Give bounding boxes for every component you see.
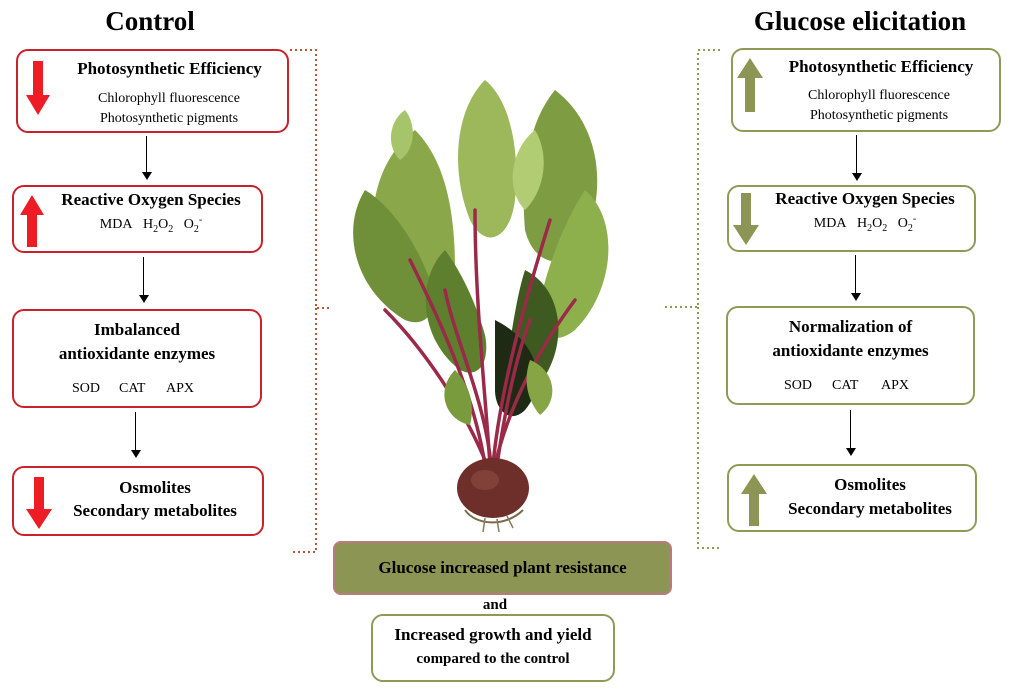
glucose-photosynthesis-title: Photosynthetic Efficiency (788, 57, 974, 76)
up-arrow-icon (20, 195, 44, 247)
sod-label: SOD (784, 378, 813, 393)
glucose-pigments-label: Photosynthetic pigments (809, 108, 949, 123)
glucose-photosynthesis-box: Photosynthetic Efficiency Chlorophyll fl… (731, 48, 1001, 132)
glucose-flow-arrow-1 (851, 135, 863, 181)
h2o2-label: H2O2 (856, 216, 888, 234)
control-pigments-label: Photosynthetic pigments (99, 111, 239, 126)
control-osmolites-line1: Osmolites (119, 478, 191, 497)
glucose-title: Glucose elicitation (753, 6, 967, 36)
down-arrow-icon (733, 193, 759, 245)
glucose-ros-box: Reactive Oxygen Species MDA H2O2 O2- (727, 185, 976, 252)
glucose-osmolites-box: Osmolites Secondary metabolites (727, 464, 977, 532)
glucose-enzymes-line2: antioxidante enzymes (772, 341, 929, 360)
beet-plant-image (353, 80, 609, 533)
control-osmolites-box: Osmolites Secondary metabolites (12, 466, 264, 536)
and-connector: and (482, 597, 508, 613)
sod-label: SOD (72, 381, 101, 396)
mda-label: MDA (99, 217, 133, 232)
glucose-flow-arrow-3 (845, 410, 857, 456)
control-flow-arrow-2 (138, 257, 150, 303)
superoxide-label: O2- (897, 213, 917, 234)
glucose-chlorophyll-label: Chlorophyll fluorescence (808, 88, 950, 103)
glucose-osmolites-line1: Osmolites (834, 475, 906, 494)
glucose-enzymes-box: Normalization of antioxidante enzymes SO… (726, 306, 975, 405)
up-arrow-icon (737, 58, 763, 112)
control-flow-arrow-1 (141, 136, 153, 180)
down-arrow-icon (26, 477, 52, 529)
control-title: Control (105, 6, 195, 36)
control-ros-markers: MDA H2O2 O2- (40, 215, 262, 235)
h2o2-label: H2O2 (142, 217, 174, 235)
control-enzymes-line1: Imbalanced (94, 320, 180, 339)
glucose-flow-arrow-2 (850, 255, 862, 301)
up-arrow-icon (741, 474, 767, 526)
outcome-box: Increased growth and yield compared to t… (371, 614, 615, 682)
control-photosynthesis-box: Photosynthetic Efficiency Chlorophyll fl… (16, 49, 289, 133)
control-chlorophyll-label: Chlorophyll fluorescence (98, 91, 240, 106)
control-bracket (290, 49, 330, 553)
control-osmolites-line2: Secondary metabolites (73, 501, 237, 520)
control-photosynthesis-title: Photosynthetic Efficiency (77, 59, 262, 78)
apx-label: APX (166, 381, 195, 396)
control-enzymes-box: Imbalanced antioxidante enzymes SOD CAT … (12, 309, 262, 408)
mda-label: MDA (813, 216, 847, 231)
control-ros-box: Reactive Oxygen Species MDA H2O2 O2- (12, 185, 263, 253)
outcome-line1: Increased growth and yield (394, 625, 592, 644)
result-text: Glucose increased plant resistance (378, 558, 627, 577)
control-flow-arrow-3 (130, 412, 142, 458)
apx-label: APX (881, 378, 910, 393)
glucose-bracket (664, 49, 720, 549)
result-box: Glucose increased plant resistance (333, 541, 672, 595)
superoxide-label: O2- (183, 214, 203, 235)
glucose-osmolites-line2: Secondary metabolites (788, 499, 952, 518)
glucose-ros-title: Reactive Oxygen Species (775, 189, 955, 208)
glucose-ros-markers: MDA H2O2 O2- (755, 214, 975, 234)
control-enzymes-line2: antioxidante enzymes (58, 344, 216, 363)
down-arrow-icon (26, 61, 50, 115)
cat-label: CAT (832, 378, 859, 393)
outcome-line2: compared to the control (416, 651, 570, 667)
control-ros-title: Reactive Oxygen Species (61, 190, 241, 209)
glucose-enzymes-line1: Normalization of (788, 317, 913, 336)
cat-label: CAT (119, 381, 146, 396)
